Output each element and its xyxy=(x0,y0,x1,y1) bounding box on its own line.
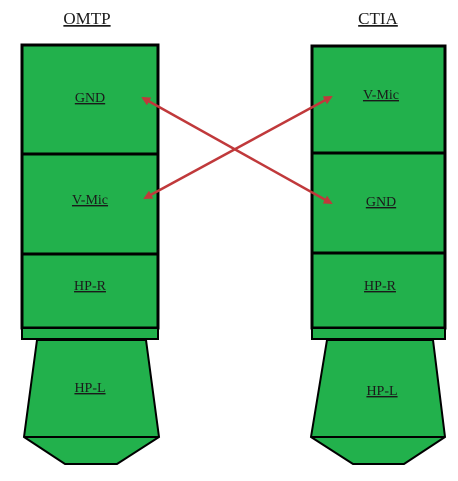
omtp-connector: OMTP GND V-Mic HP-R HP-L xyxy=(20,9,161,465)
omtp-segment-vmic xyxy=(20,152,160,256)
swap-arrows xyxy=(141,95,333,205)
ctia-title: CTIA xyxy=(358,9,398,28)
omtp-segment-hpl-label: HP-L xyxy=(74,381,105,396)
ctia-segment-hpl-label: HP-L xyxy=(366,384,397,399)
omtp-segment-vmic-label: V-Mic xyxy=(72,193,108,208)
ctia-connector: CTIA V-Mic GND HP-R HP-L xyxy=(309,9,447,465)
ctia-segment-gnd-label: GND xyxy=(366,195,396,210)
omtp-segment-hpr-label: HP-R xyxy=(74,279,107,294)
omtp-title: OMTP xyxy=(63,9,110,28)
swap-arrow-gnd xyxy=(141,96,333,205)
ctia-segment-hpr-label: HP-R xyxy=(364,279,397,294)
omtp-segment-gnd-label: GND xyxy=(75,91,105,106)
swap-arrow-vmic xyxy=(143,95,333,200)
ctia-segment-hpr xyxy=(310,251,447,330)
ctia-segment-hpl xyxy=(309,339,447,465)
ctia-collar xyxy=(311,327,446,340)
omtp-segment-hpl xyxy=(22,339,161,465)
ctia-segment-vmic-label: V-Mic xyxy=(363,88,399,103)
omtp-segment-gnd xyxy=(20,43,160,156)
omtp-collar xyxy=(21,327,159,340)
